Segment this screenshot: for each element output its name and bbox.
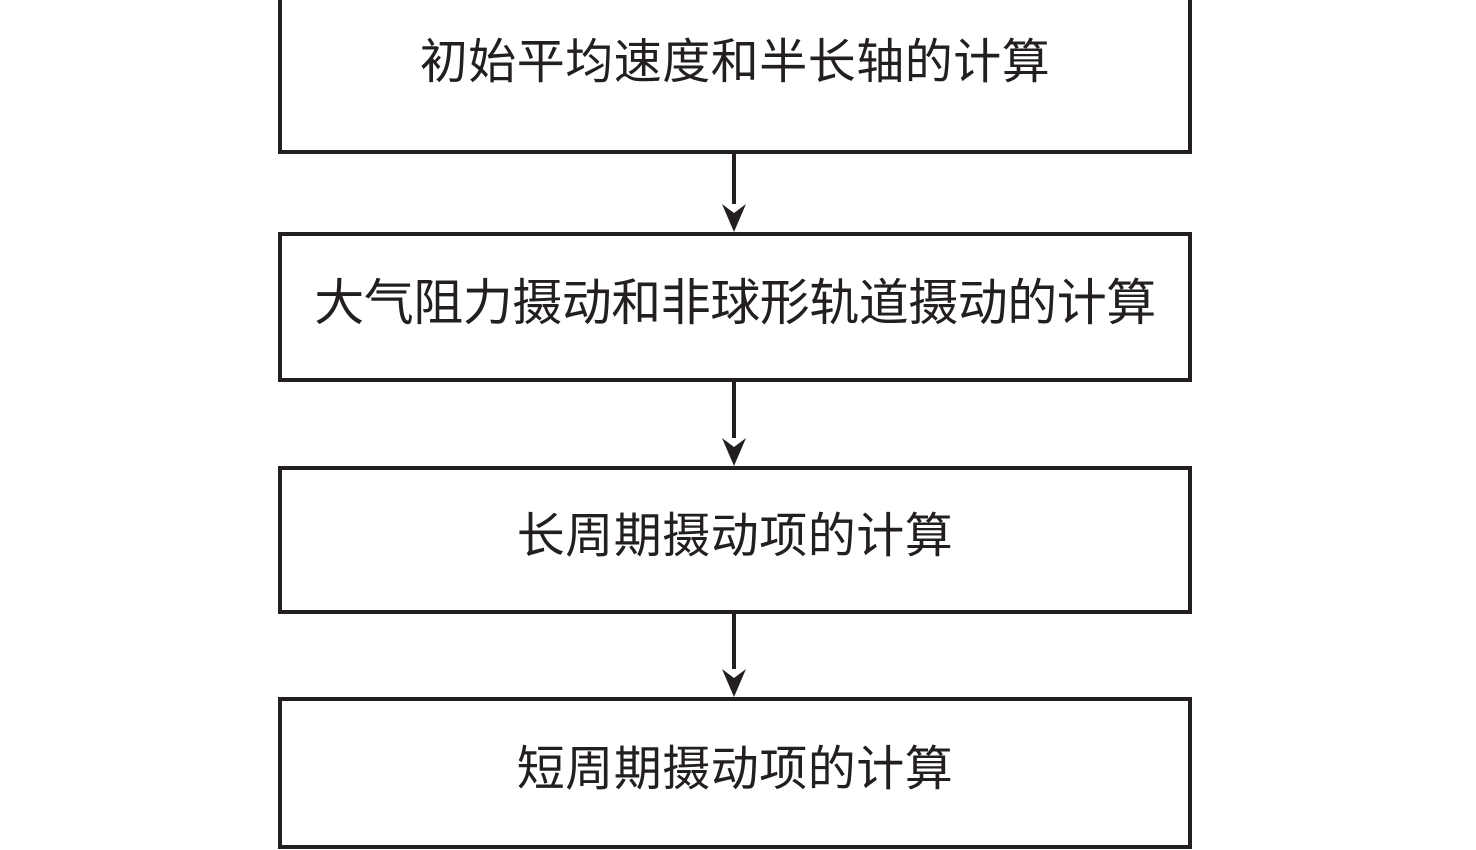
process-box-2: 大气阻力摄动和非球形轨道摄动的计算 — [278, 232, 1192, 382]
connector-arrow-3-stem — [732, 614, 736, 669]
process-box-4-label: 短周期摄动项的计算 — [516, 741, 954, 797]
process-box-1-label: 初始平均速度和半长轴的计算 — [419, 34, 1051, 90]
arrow-down-icon — [722, 436, 746, 466]
connector-arrow-1 — [722, 152, 746, 232]
process-box-3-label: 长周期摄动项的计算 — [516, 508, 954, 564]
process-box-2-label: 大气阻力摄动和非球形轨道摄动的计算 — [314, 274, 1156, 332]
connector-arrow-1-stem — [732, 152, 736, 204]
arrow-down-icon — [722, 667, 746, 697]
process-box-3: 长周期摄动项的计算 — [278, 466, 1192, 614]
connector-arrow-2-stem — [732, 382, 736, 438]
process-box-4: 短周期摄动项的计算 — [278, 697, 1192, 849]
arrow-down-icon — [722, 202, 746, 232]
process-box-1: 初始平均速度和半长轴的计算 — [278, 0, 1192, 154]
connector-arrow-3 — [722, 614, 746, 697]
connector-arrow-2 — [722, 382, 746, 466]
